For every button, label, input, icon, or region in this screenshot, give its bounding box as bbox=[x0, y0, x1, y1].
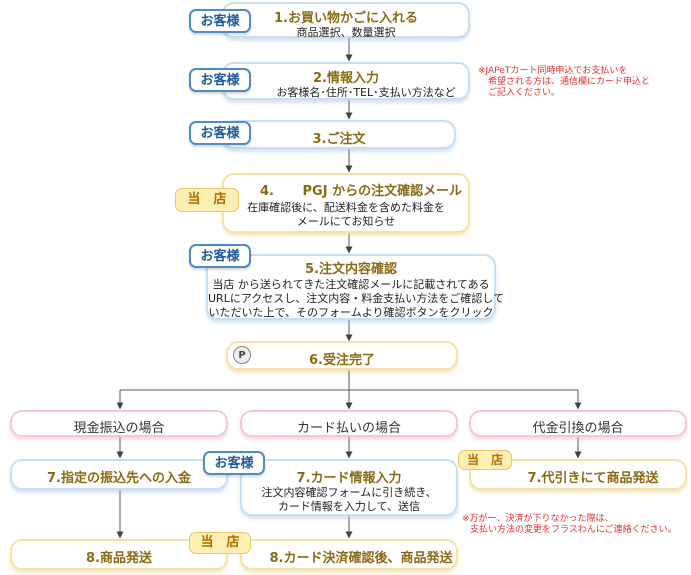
customer-badge: お客様 bbox=[189, 244, 251, 268]
cash-step-7-box: 7.指定の振込先への入金 bbox=[10, 459, 228, 490]
cod-step-7-title: 7.代引きにて商品発送 bbox=[527, 471, 659, 486]
customer-badge: お客様 bbox=[189, 68, 251, 92]
step-4-title: 4. PGJ からの注文確認メール bbox=[224, 180, 468, 199]
note-line: 希望される方は、通信欄にカード申込と bbox=[488, 77, 651, 87]
store-badge: 当 店 bbox=[458, 450, 512, 470]
cash-step-8-title: 8.商品発送 bbox=[86, 551, 152, 566]
note-line: ※万が一、決済が下りなかった際は、 bbox=[462, 514, 614, 524]
cod-branch-label: 代金引換の場合 bbox=[532, 421, 624, 436]
card-step-7-desc-2: カード情報を入力して、送信 bbox=[277, 500, 421, 513]
step-5-desc-3: いただいた上で、そのフォームより確認ボタンをクリック bbox=[208, 306, 494, 319]
payment-decline-note: ※万が一、決済が下りなかった際は、 支払い方法の変更をフラスわんにご連絡ください… bbox=[462, 514, 677, 536]
step-5-box: 5.注文内容確認 当店 から送られてきた注文確認メールに記載されてある URLに… bbox=[206, 254, 504, 320]
card-step-7-desc-1: 注文内容確認フォームに引き続き、 bbox=[261, 486, 437, 499]
cash-step-8-box: 8.商品発送 bbox=[10, 539, 228, 570]
card-branch-label: カード払いの場合 bbox=[296, 421, 401, 436]
step-6-title: 6.受注完了 bbox=[309, 353, 375, 368]
step-5-desc-2: URLにアクセスし、注文内容・料金支払い方法をご確認して bbox=[208, 292, 504, 305]
step-5-title: 5.注文内容確認 bbox=[305, 262, 397, 277]
card-application-note: ※JAPeTカート同時申込でお支払いを 希望される方は、通信欄にカード申込と ご… bbox=[478, 66, 650, 99]
step-3-box: 3.ご注文 bbox=[222, 120, 456, 149]
step-2-title: 2.情報入力 bbox=[313, 71, 379, 86]
step-4-number: 4. bbox=[260, 184, 274, 199]
customer-badge: お客様 bbox=[189, 121, 251, 145]
card-step-8-title: 8.カード決済確認後、商品発送 bbox=[269, 551, 453, 566]
step-2-desc: お客様名･住所･TEL･支払い方法など bbox=[276, 86, 456, 99]
note-line: ご記入ください。 bbox=[488, 88, 561, 98]
card-step-7-box: 7.カード情報入力 注文内容確認フォームに引き続き、 カード情報を入力して、送信 bbox=[240, 459, 458, 516]
step-6-box: 6.受注完了 bbox=[226, 341, 458, 370]
card-step-8-box: 8.カード決済確認後、商品発送 bbox=[240, 539, 458, 570]
store-badge: 当 店 bbox=[189, 532, 251, 554]
step-1-box: 1.お買い物かごに入れる 商品選択、数量選択 bbox=[222, 2, 470, 39]
step-3-title: 3.ご注文 bbox=[312, 132, 366, 147]
step-4-desc-2: メールにてお知らせ bbox=[296, 215, 396, 228]
step-5-desc-1: 当店 から送られてきた注文確認メールに記載されてある bbox=[212, 278, 490, 291]
p-mark-icon: P bbox=[233, 346, 251, 364]
cod-branch-header: 代金引換の場合 bbox=[469, 410, 687, 437]
cash-step-7-title: 7.指定の振込先への入金 bbox=[47, 471, 191, 486]
cash-branch-label: 現金振込の場合 bbox=[73, 421, 165, 436]
step-1-desc: 商品選択、数量選択 bbox=[296, 26, 396, 39]
note-line: ※JAPeTカート同時申込でお支払いを bbox=[478, 66, 628, 76]
step-1-title: 1.お買い物かごに入れる bbox=[274, 11, 418, 26]
card-branch-header: カード払いの場合 bbox=[240, 410, 458, 437]
customer-badge: お客様 bbox=[189, 9, 251, 33]
cash-branch-header: 現金振込の場合 bbox=[10, 410, 228, 437]
step-4-box: 4. PGJ からの注文確認メール 在庫確認後に、配送料金を含めた料金を メール… bbox=[222, 173, 470, 233]
store-badge: 当 店 bbox=[175, 188, 239, 212]
card-step-7-title: 7.カード情報入力 bbox=[296, 471, 402, 486]
step-2-box: 2.情報入力 お客様名･住所･TEL･支払い方法など bbox=[222, 62, 470, 100]
note-line: 支払い方法の変更をフラスわんにご連絡ください。 bbox=[470, 525, 677, 535]
customer-badge: お客様 bbox=[203, 451, 265, 475]
step-4-heading: PGJ からの注文確認メール bbox=[302, 184, 463, 199]
step-4-desc-1: 在庫確認後に、配送料金を含めた料金を bbox=[247, 201, 445, 214]
